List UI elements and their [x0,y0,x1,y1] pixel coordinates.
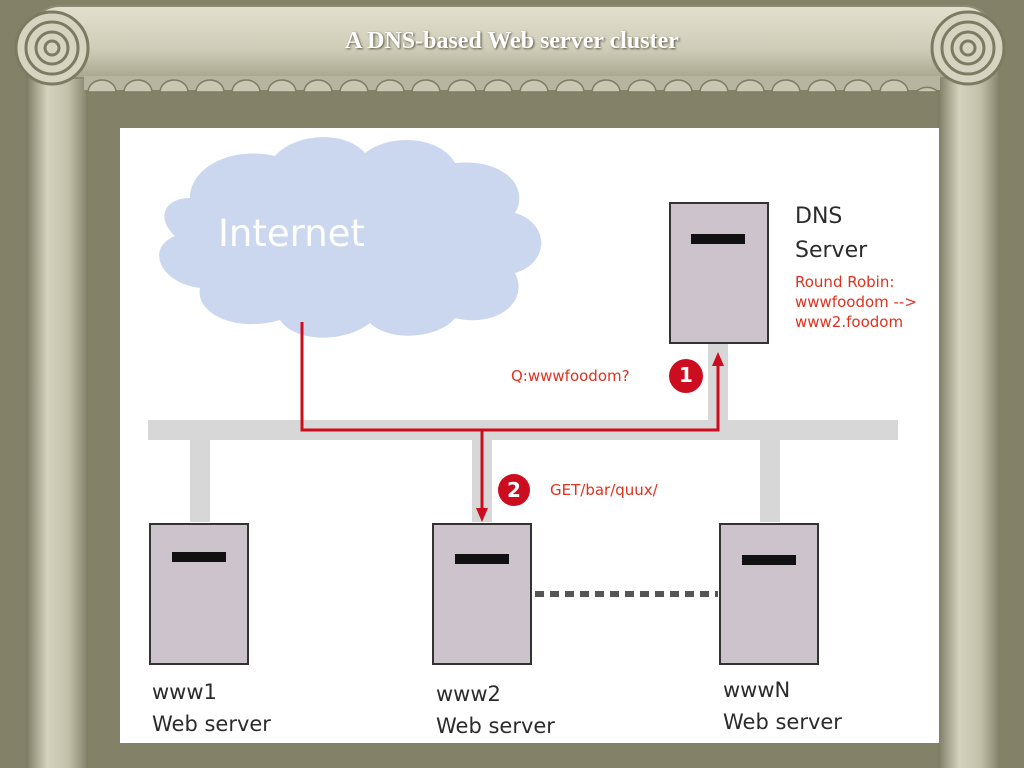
dns-server-box [669,202,769,344]
round-robin-line3: www2.foodom [795,313,904,331]
diagram-panel: Internet DNS Server Round Robin: wwwfood… [120,128,939,743]
www1-box [149,523,249,665]
wwwn-role: Web server [723,710,842,734]
www2-slot [455,554,509,564]
drop-wwwn [760,440,780,522]
www2-name: www2 [436,682,501,706]
www1-slot [172,552,226,562]
dns-server-slot [691,234,745,244]
wwwn-slot [742,555,796,565]
wwwn-box [719,523,819,665]
slide-title: A DNS-based Web server cluster [345,28,679,54]
right-volute [930,10,1006,86]
internet-label: Internet [218,212,365,255]
step-1-label: Q:wwwfoodom? [511,367,630,385]
drop-www1 [190,440,210,522]
arrow-to-www2 [476,508,488,522]
round-robin-line2: wwwfoodom --> [795,293,917,311]
moulding [87,79,940,93]
diagram-drawing [148,137,898,665]
www2-box [432,523,532,665]
dns-label-line1: DNS [795,204,843,229]
step-2-label: GET/bar/quux/ [550,481,658,499]
internet-cloud [159,137,542,338]
www1-role: Web server [152,712,271,736]
www1-name: www1 [152,680,217,704]
wwwn-name: wwwN [723,678,791,702]
round-robin-line1: Round Robin: [795,273,895,291]
left-pillar [26,70,86,768]
dns-label-line2: Server [795,238,868,263]
step-1-badge [669,359,703,393]
www2-role: Web server [436,714,555,738]
right-pillar [938,70,998,768]
step-2-badge [498,474,530,506]
step-1-number: 1 [679,363,693,387]
request-path [300,322,720,432]
arrow-to-dns [712,352,724,366]
left-volute [14,10,90,86]
step-2-number: 2 [507,478,521,502]
